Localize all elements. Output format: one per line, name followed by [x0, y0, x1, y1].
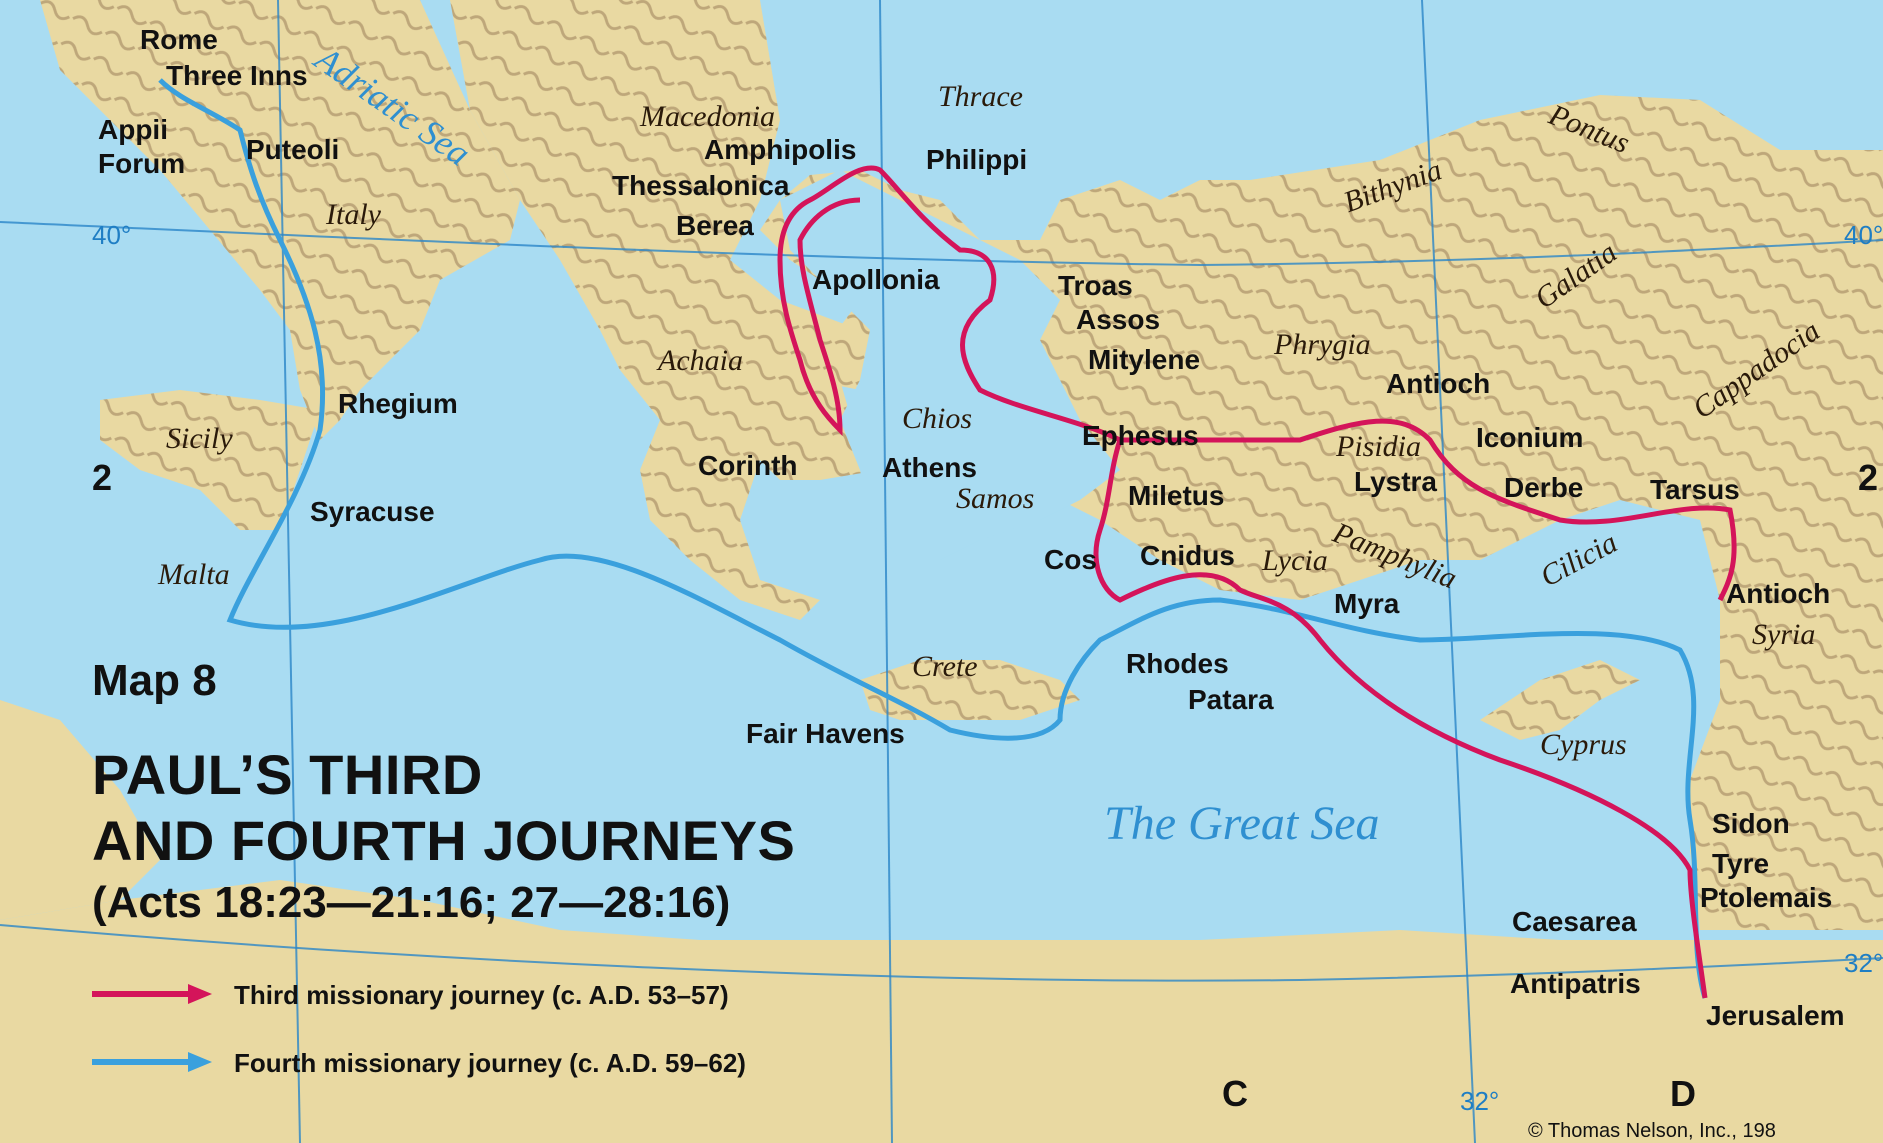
city-label-tyre: Tyre: [1712, 848, 1770, 879]
region-label-achaia: Achaia: [658, 344, 743, 377]
city-label-thessalonica: Thessalonica: [612, 170, 790, 201]
legend-arrow-fourth-icon: [92, 1052, 212, 1072]
region-label-samos: Samos: [956, 482, 1035, 515]
grid-lon-2: [879, 0, 893, 1143]
map-title-line1: PAUL’S THIRD: [92, 743, 483, 806]
city-label-corinth: Corinth: [698, 450, 798, 481]
land-africa: [0, 880, 1883, 1143]
city-label-iconium: Iconium: [1476, 422, 1584, 453]
city-label-rhegium: Rhegium: [338, 388, 458, 419]
city-label-athens: Athens: [882, 452, 977, 483]
city-label-ephesus: Ephesus: [1082, 420, 1199, 451]
grid-label-lat-40-right: 40°: [1844, 220, 1883, 250]
region-label-phrygia: Phrygia: [1274, 328, 1371, 361]
city-label-assos: Assos: [1076, 304, 1161, 335]
city-label-mitylene: Mitylene: [1088, 344, 1201, 375]
grid-label-row-2-left: 2: [92, 457, 113, 498]
city-label-lystra: Lystra: [1354, 466, 1438, 497]
city-label-caesarea: Caesarea: [1512, 906, 1637, 937]
city-label-apollonia: Apollonia: [812, 264, 940, 295]
city-label-cos: Cos: [1044, 544, 1097, 575]
region-label-macedonia: Macedonia: [640, 100, 775, 133]
region-label-thrace: Thrace: [938, 80, 1023, 113]
legend-item-fourth: Fourth missionary journey (c. A.D. 59–62…: [92, 1044, 872, 1080]
copyright: © Thomas Nelson, Inc., 198: [1528, 1120, 1776, 1142]
city-label-antipatris: Antipatris: [1510, 968, 1641, 999]
city-label-forum: Forum: [98, 148, 186, 179]
city-label-philippi: Philippi: [926, 144, 1028, 175]
city-label-antioch-syria: Antioch: [1726, 578, 1831, 609]
region-label-sicily: Sicily: [166, 422, 233, 455]
city-label-cnidus: Cnidus: [1140, 540, 1235, 571]
grid-label-lat-32-right: 32°: [1844, 948, 1883, 978]
city-label-three-inns: Three Inns: [166, 60, 308, 91]
city-label-sidon: Sidon: [1712, 808, 1790, 839]
city-label-rhodes: Rhodes: [1126, 648, 1229, 679]
city-label-berea: Berea: [676, 210, 754, 241]
grid-lat-32: [0, 924, 1883, 982]
region-label-pisidia: Pisidia: [1336, 430, 1422, 463]
grid-lon-3: [1421, 0, 1476, 1143]
legend-label-third: Third missionary journey (c. A.D. 53–57): [234, 980, 729, 1010]
grid-lat-40: [0, 221, 1883, 267]
grid-lon-1: [277, 0, 301, 1143]
city-label-appii: Appii: [98, 114, 168, 145]
legend-label-fourth: Fourth missionary journey (c. A.D. 59–62…: [234, 1048, 746, 1078]
legend-item-third: Third missionary journey (c. A.D. 53–57): [92, 976, 872, 1012]
city-label-syracuse: Syracuse: [310, 496, 435, 527]
region-label-syria: Syria: [1752, 618, 1816, 651]
region-label-crete: Crete: [912, 650, 978, 683]
route-fourth-journey: [158, 78, 1708, 999]
region-label-cyprus: Cyprus: [1540, 728, 1627, 761]
map-subtitle: (Acts 18:23—21:16; 27—28:16): [92, 878, 731, 927]
sea-aegean: [780, 170, 1120, 560]
sea-label-great-sea: The Great Sea: [1104, 797, 1380, 850]
region-label-italy: Italy: [326, 198, 381, 231]
region-label-chios: Chios: [902, 402, 973, 435]
city-label-tarsus: Tarsus: [1650, 474, 1740, 505]
region-label-malta: Malta: [158, 558, 230, 591]
map-title-line2: AND FOURTH JOURNEYS: [92, 809, 796, 872]
grid-label-row-2-right: 2: [1858, 457, 1879, 498]
grid-label-lon-32-bottom: 32°: [1460, 1086, 1500, 1116]
city-label-amphipolis: Amphipolis: [704, 134, 857, 165]
city-label-troas: Troas: [1058, 270, 1133, 301]
route-third-journey-aegean: [777, 165, 1122, 443]
city-label-miletus: Miletus: [1128, 480, 1225, 511]
city-label-antioch-pisidia: Antioch: [1386, 368, 1491, 399]
city-label-jerusalem: Jerusalem: [1706, 1000, 1845, 1031]
grid-label-lat-40-left: 40°: [92, 220, 132, 250]
city-label-derbe: Derbe: [1504, 472, 1584, 503]
legend-arrow-third-icon: [92, 984, 212, 1004]
land-italy-relief: [40, 0, 520, 440]
land-africa-west: [0, 700, 160, 920]
grid-label-col-c: C: [1222, 1073, 1248, 1114]
city-label-puteoli: Puteoli: [246, 134, 340, 165]
city-label-patara: Patara: [1188, 684, 1274, 715]
city-label-fair-havens: Fair Havens: [746, 718, 905, 749]
city-label-ptolemais: Ptolemais: [1700, 882, 1833, 913]
region-label-lycia: Lycia: [1262, 544, 1328, 577]
map-number: Map 8: [92, 656, 217, 705]
grid-label-col-d: D: [1670, 1073, 1696, 1114]
city-label-rome: Rome: [140, 24, 218, 55]
city-label-myra: Myra: [1334, 588, 1400, 619]
route-third-journey: [1093, 418, 1737, 999]
